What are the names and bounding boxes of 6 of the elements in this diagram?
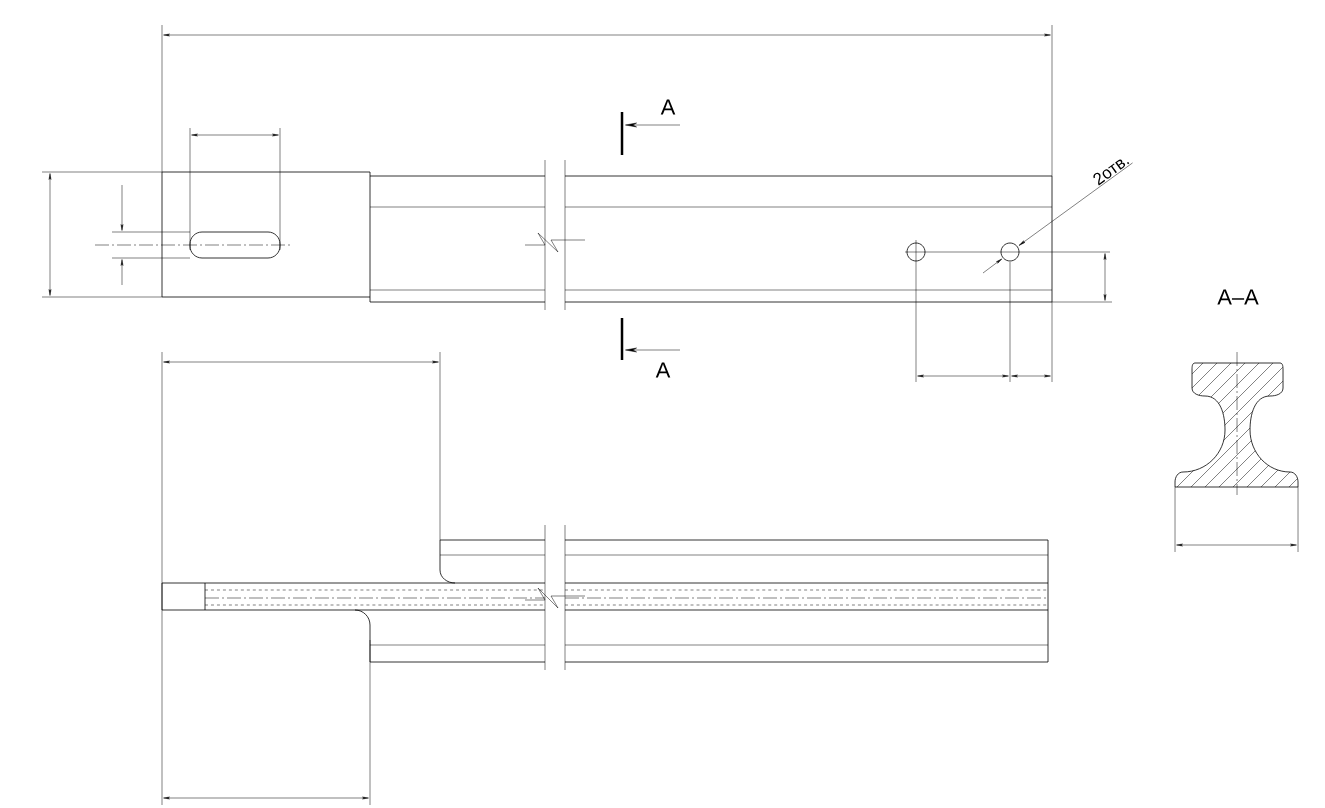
leader-line: [1018, 162, 1133, 246]
section-label: A: [655, 362, 671, 378]
leader-text: 2отв.: [1093, 159, 1130, 186]
section-label: A–A: [1217, 289, 1259, 305]
section-label: A: [660, 99, 676, 115]
hole-circle: [1000, 242, 1020, 262]
